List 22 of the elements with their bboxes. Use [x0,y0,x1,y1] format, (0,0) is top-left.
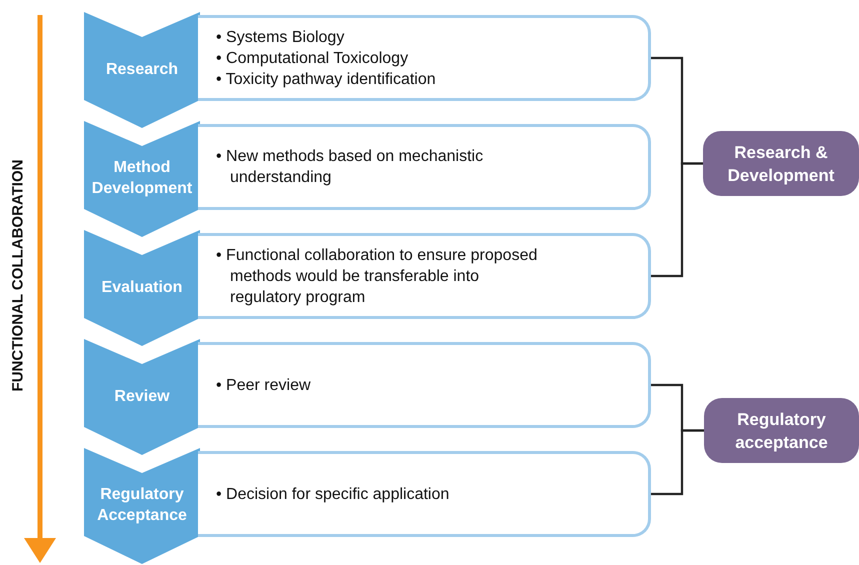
axis-label: FUNCTIONAL COLLABORATION [10,159,26,391]
bullet-item: • New methods based on mechanistic understanding [216,147,484,188]
bullet-item: • Decision for specific application [216,484,450,504]
bullet-item: • Functional collaboration to ensure proposed methods would be transferable into regulatory program [216,246,538,308]
description-box [198,451,651,537]
process-step: Review [84,339,200,455]
process-step: Regulatory Acceptance [84,448,200,564]
description-box [198,15,651,101]
process-step: Method Development [84,121,200,237]
bullet-item: • Toxicity pathway identification [216,70,436,90]
bullet-item: • Peer review [216,376,311,396]
description-box [198,233,651,319]
process-step: Research [84,12,200,128]
connector-line [651,429,704,496]
description-box [198,124,651,210]
bullet-item: • Computational Toxicology [216,48,408,68]
group-box: Research & Development [703,131,859,196]
bullet-item: • Systems Biology [216,28,344,48]
connector-line [651,162,703,278]
description-box [198,342,651,428]
group-box: Regulatory acceptance [704,398,859,463]
process-step: Evaluation [84,230,200,346]
